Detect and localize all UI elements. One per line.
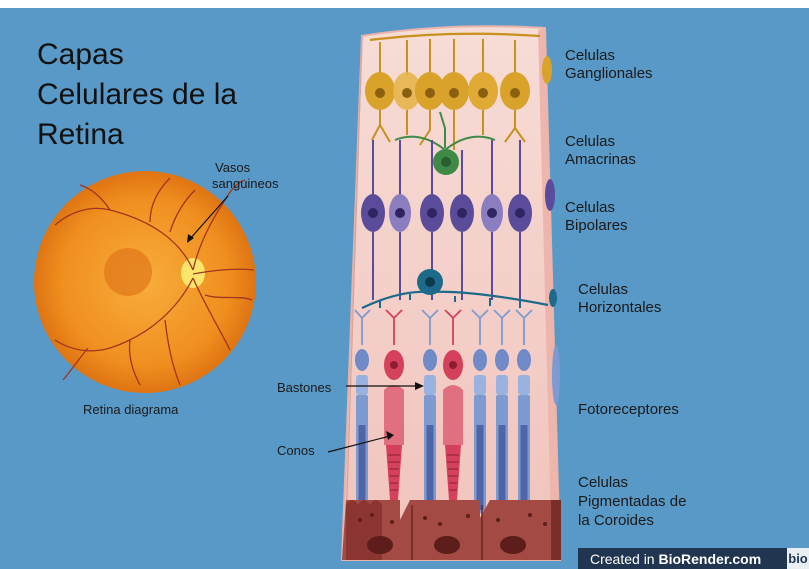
vessels-label-line-1: Vasos — [215, 160, 250, 175]
cones-label: Conos — [277, 443, 315, 458]
bipolar-label-line-1: Celulas — [565, 199, 615, 217]
rods-label: Bastones — [277, 380, 331, 395]
pigment-label-line-1: Celulas — [578, 474, 628, 492]
pigment-cell-nucleus — [367, 536, 393, 554]
horizontal-label-line-1: Celulas — [578, 281, 628, 299]
pigment-label-line-3: la Coroides — [578, 512, 654, 530]
ganglion-cell-side — [542, 56, 552, 84]
biorender-logo-icon: bio — [787, 548, 809, 569]
badge-prefix: Created in — [590, 551, 658, 567]
horizontal-label-line-2: Horizontales — [578, 299, 661, 317]
photoreceptor-side — [552, 345, 560, 405]
badge-text: Created in BioRender.com — [590, 551, 761, 567]
ganglion-label-line-2: Ganglionales — [565, 65, 653, 83]
pigment-epithelium — [342, 500, 561, 560]
photoreceptors-label: Fotoreceptores — [578, 401, 679, 419]
macula — [104, 248, 152, 296]
bipolar-label-line-2: Bipolares — [565, 217, 628, 235]
ganglion-label-line-1: Celulas — [565, 47, 615, 65]
retina-fundus — [34, 171, 256, 393]
vessels-label-line-2: sanguineos — [212, 176, 279, 191]
badge-brand: BioRender.com — [658, 551, 761, 567]
eye-caption: Retina diagrama — [83, 402, 178, 417]
pigment-label-line-2: Pigmentadas de — [578, 493, 686, 511]
amacrine-label-line-2: Amacrinas — [565, 151, 636, 169]
bipolar-cell-side — [545, 179, 555, 211]
biorender-badge[interactable]: Created in BioRender.com bio — [578, 548, 809, 569]
pigment-cell-nucleus — [434, 536, 460, 554]
amacrine-label-line-1: Celulas — [565, 133, 615, 151]
pigment-cell-nucleus — [500, 536, 526, 554]
